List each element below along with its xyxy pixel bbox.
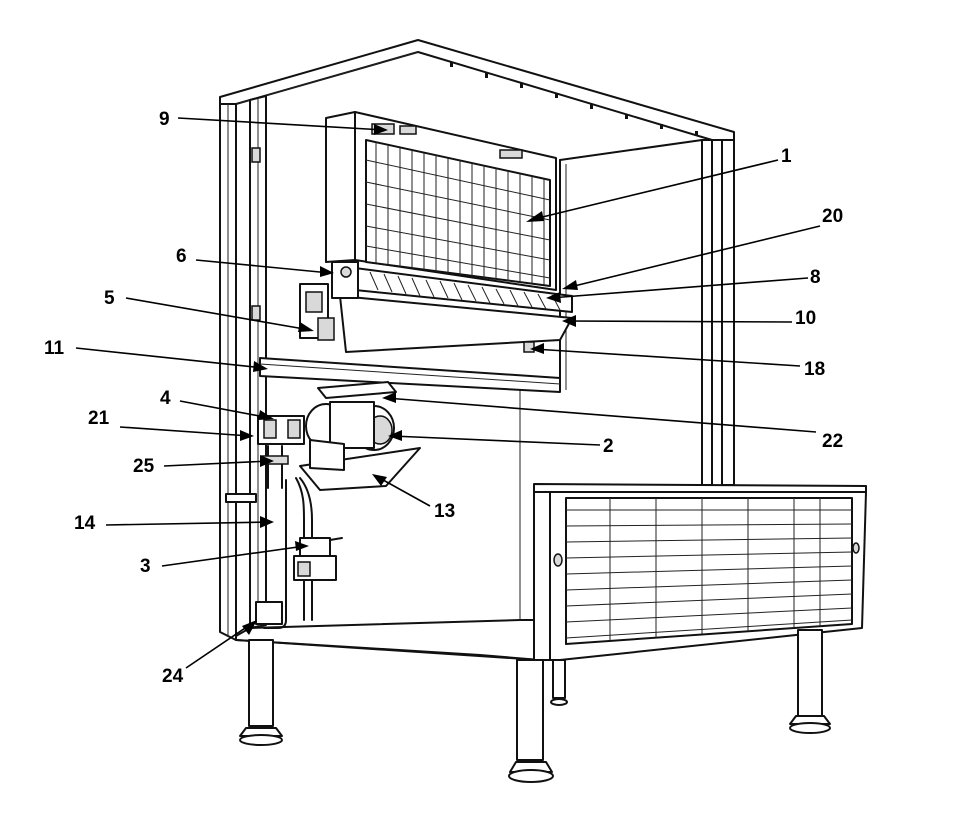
callout-label-8: 8 — [810, 267, 821, 288]
callout-13: 13 — [372, 474, 455, 522]
callout-label-24: 24 — [162, 666, 184, 687]
callout-label-11: 11 — [44, 338, 65, 359]
callout-1: 1 — [526, 146, 792, 222]
callout-25: 25 — [133, 455, 274, 477]
callout-24: 24 — [162, 620, 257, 687]
callout-2: 2 — [388, 430, 614, 457]
water-inlet-valve — [293, 537, 343, 581]
callout-label-9: 9 — [159, 109, 170, 130]
callout-label-4: 4 — [160, 388, 171, 409]
callout-5: 5 — [104, 288, 314, 332]
drain-tubing — [225, 477, 313, 629]
callout-label-20: 20 — [822, 206, 843, 227]
callout-label-10: 10 — [795, 308, 816, 329]
callouts: 1 2 3 4 5 6 8 — [44, 109, 843, 687]
callout-3: 3 — [140, 541, 309, 577]
legs — [239, 629, 831, 783]
callout-label-5: 5 — [104, 288, 115, 309]
callout-18: 18 — [530, 343, 825, 380]
callout-22: 22 — [382, 392, 843, 452]
callout-21: 21 — [88, 408, 254, 441]
callout-label-1: 1 — [781, 146, 792, 167]
callout-9: 9 — [159, 109, 388, 135]
evaporator-assembly — [325, 111, 557, 291]
cabinet-frame — [219, 39, 735, 661]
callout-label-25: 25 — [133, 456, 155, 477]
water-pump-assembly — [257, 381, 421, 491]
callout-10: 10 — [562, 308, 816, 329]
callout-label-3: 3 — [140, 556, 151, 577]
callout-label-18: 18 — [804, 359, 825, 380]
callout-label-2: 2 — [603, 436, 614, 457]
callout-8: 8 — [546, 267, 821, 303]
callout-label-22: 22 — [822, 431, 843, 452]
callout-14: 14 — [74, 513, 274, 534]
callout-label-14: 14 — [74, 513, 96, 534]
callout-20: 20 — [562, 206, 843, 290]
callout-label-6: 6 — [176, 246, 187, 267]
callout-6: 6 — [176, 246, 334, 277]
louvered-front-panel — [533, 483, 867, 661]
callout-11: 11 — [44, 338, 268, 372]
callout-label-21: 21 — [88, 408, 110, 429]
callout-label-13: 13 — [434, 501, 455, 522]
water-trough — [259, 267, 573, 393]
callout-4: 4 — [160, 388, 274, 420]
